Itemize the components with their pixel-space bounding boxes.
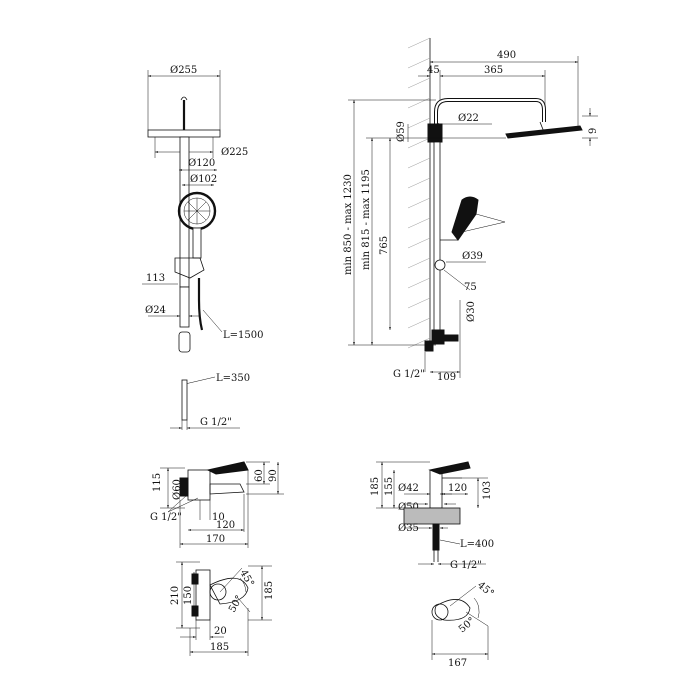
dim-d24: Ø24 — [145, 305, 166, 316]
hand-shower-side — [451, 196, 479, 241]
diverter-knob — [434, 259, 446, 271]
dim-490: 490 — [497, 50, 516, 61]
basin-mixer-top: 45° 50° 167 — [431, 580, 496, 669]
dim-155: 155 — [384, 477, 395, 496]
dim-109: 109 — [437, 372, 456, 383]
countertop — [403, 507, 461, 525]
hose-length-350: L=350 — [216, 373, 250, 384]
shower-side-view: 490 45 365 9 Ø59 Ø22 min 850 - max 1230 — [343, 37, 599, 383]
wall-bracket-top — [427, 123, 443, 143]
basin-mixer-side: 185 155 Ø42 Ø50 120 103 Ø35 L=400 — [370, 461, 494, 571]
shower-front-view: Ø255 Ø225 Ø120 Ø102 113 Ø24 — [142, 65, 263, 430]
bath-mixer-body — [187, 469, 211, 501]
hose-length-1500: L=1500 — [223, 330, 263, 341]
side-riser-pipe — [433, 141, 441, 338]
basin-mixer-body — [429, 469, 443, 509]
bath-mixer-top-body — [195, 569, 211, 621]
bath-mixer-top: 210 150 45° 50° 185 20 185 — [170, 561, 275, 656]
outlet-connector — [178, 331, 191, 353]
dim-d50: Ø50 — [398, 502, 419, 513]
thread-g12-side: G 1/2" — [393, 369, 425, 380]
dim-115: 115 — [152, 473, 163, 492]
angle-50-basin: 50° — [457, 615, 478, 635]
dim-167: 167 — [448, 658, 467, 669]
basin-mixer-lever — [428, 461, 471, 475]
dim-113: 113 — [146, 273, 165, 284]
dim-75: 75 — [464, 282, 477, 293]
thread-g12-basin: G 1/2" — [450, 560, 482, 571]
dim-d22: Ø22 — [458, 113, 479, 124]
bath-handle-top — [209, 577, 249, 605]
bath-mixer-front: 115 Ø60 60 90 G 1/2" 10 120 170 — [150, 461, 284, 548]
bath-mixer-spout — [209, 483, 245, 495]
dim-150: 150 — [183, 586, 194, 605]
angle-45-basin: 45° — [475, 580, 496, 600]
dim-d102: Ø102 — [190, 174, 217, 185]
range-850-1230: min 850 - max 1230 — [343, 174, 354, 275]
dim-10: 10 — [212, 512, 225, 523]
shower-arm — [434, 98, 546, 125]
dim-d120: Ø120 — [188, 158, 215, 169]
thread-g12-front: G 1/2" — [200, 417, 232, 428]
dim-d42: Ø42 — [398, 483, 419, 494]
dim-d255: Ø255 — [170, 65, 197, 76]
wall-bracket-bottom — [431, 329, 445, 345]
dim-185-horizontal: 185 — [210, 642, 229, 653]
dim-d35: Ø35 — [398, 523, 419, 534]
hand-shower-handle — [192, 227, 202, 259]
dim-d225: Ø225 — [221, 147, 248, 158]
wall-hatching — [407, 37, 431, 349]
bath-mixer-lever — [206, 461, 249, 475]
dim-185-basin: 185 — [370, 477, 381, 496]
dim-120: 120 — [216, 520, 235, 531]
basin-handle-top — [434, 599, 471, 621]
dim-185-vertical: 185 — [264, 581, 275, 600]
dim-170: 170 — [206, 534, 225, 545]
dim-103: 103 — [482, 481, 493, 500]
dim-210: 210 — [170, 586, 181, 605]
hose-length-400: L=400 — [460, 539, 494, 550]
slider-holder — [174, 257, 205, 279]
dim-365: 365 — [484, 65, 503, 76]
dim-90: 90 — [268, 469, 279, 482]
shower-head-top-view — [147, 129, 221, 138]
thread-g12-bath: G 1/2" — [150, 512, 182, 523]
dim-d30: Ø30 — [466, 301, 477, 322]
dim-60: 60 — [254, 469, 265, 482]
dim-765: 765 — [379, 236, 390, 255]
dim-20: 20 — [214, 626, 227, 637]
range-815-1195: min 815 - max 1195 — [361, 169, 372, 270]
dim-120-basin: 120 — [448, 483, 467, 494]
eccentric-connector — [179, 477, 189, 497]
dim-9: 9 — [588, 128, 599, 134]
dim-45: 45 — [427, 65, 440, 76]
dim-d59: Ø59 — [396, 121, 407, 142]
dim-d60: Ø60 — [172, 479, 183, 500]
dim-d39: Ø39 — [462, 251, 483, 262]
